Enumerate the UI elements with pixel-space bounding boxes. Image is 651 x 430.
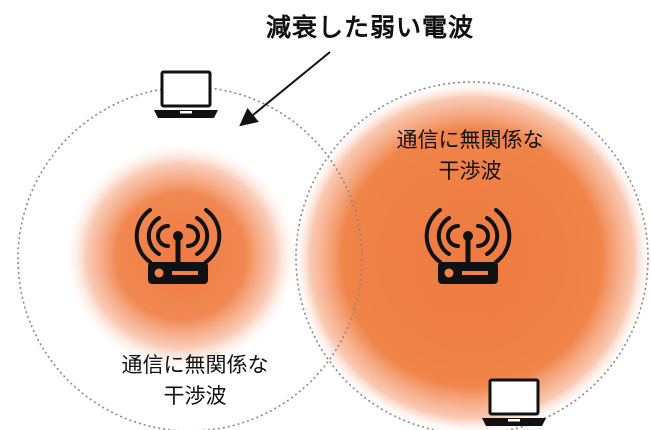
pointer-arrow <box>239 51 331 127</box>
laptop-icon <box>482 378 546 426</box>
label-line: 通信に無関係な <box>396 128 544 152</box>
diagram-title: 減衰した弱い電波 <box>265 13 474 42</box>
right-coverage-circle <box>295 81 649 430</box>
router-icon <box>134 208 222 284</box>
router-icon <box>424 208 512 284</box>
left-signal-glow <box>63 141 299 371</box>
label-line: 干渉波 <box>163 384 227 408</box>
laptop-icon <box>154 70 218 118</box>
label-line: 干渉波 <box>438 159 502 183</box>
right-signal-glow <box>292 80 651 430</box>
label-line: 通信に無関係な <box>121 353 269 377</box>
left-interference-label: 通信に無関係な 干渉波 <box>85 350 305 412</box>
right-interference-label: 通信に無関係な 干渉波 <box>360 125 580 187</box>
